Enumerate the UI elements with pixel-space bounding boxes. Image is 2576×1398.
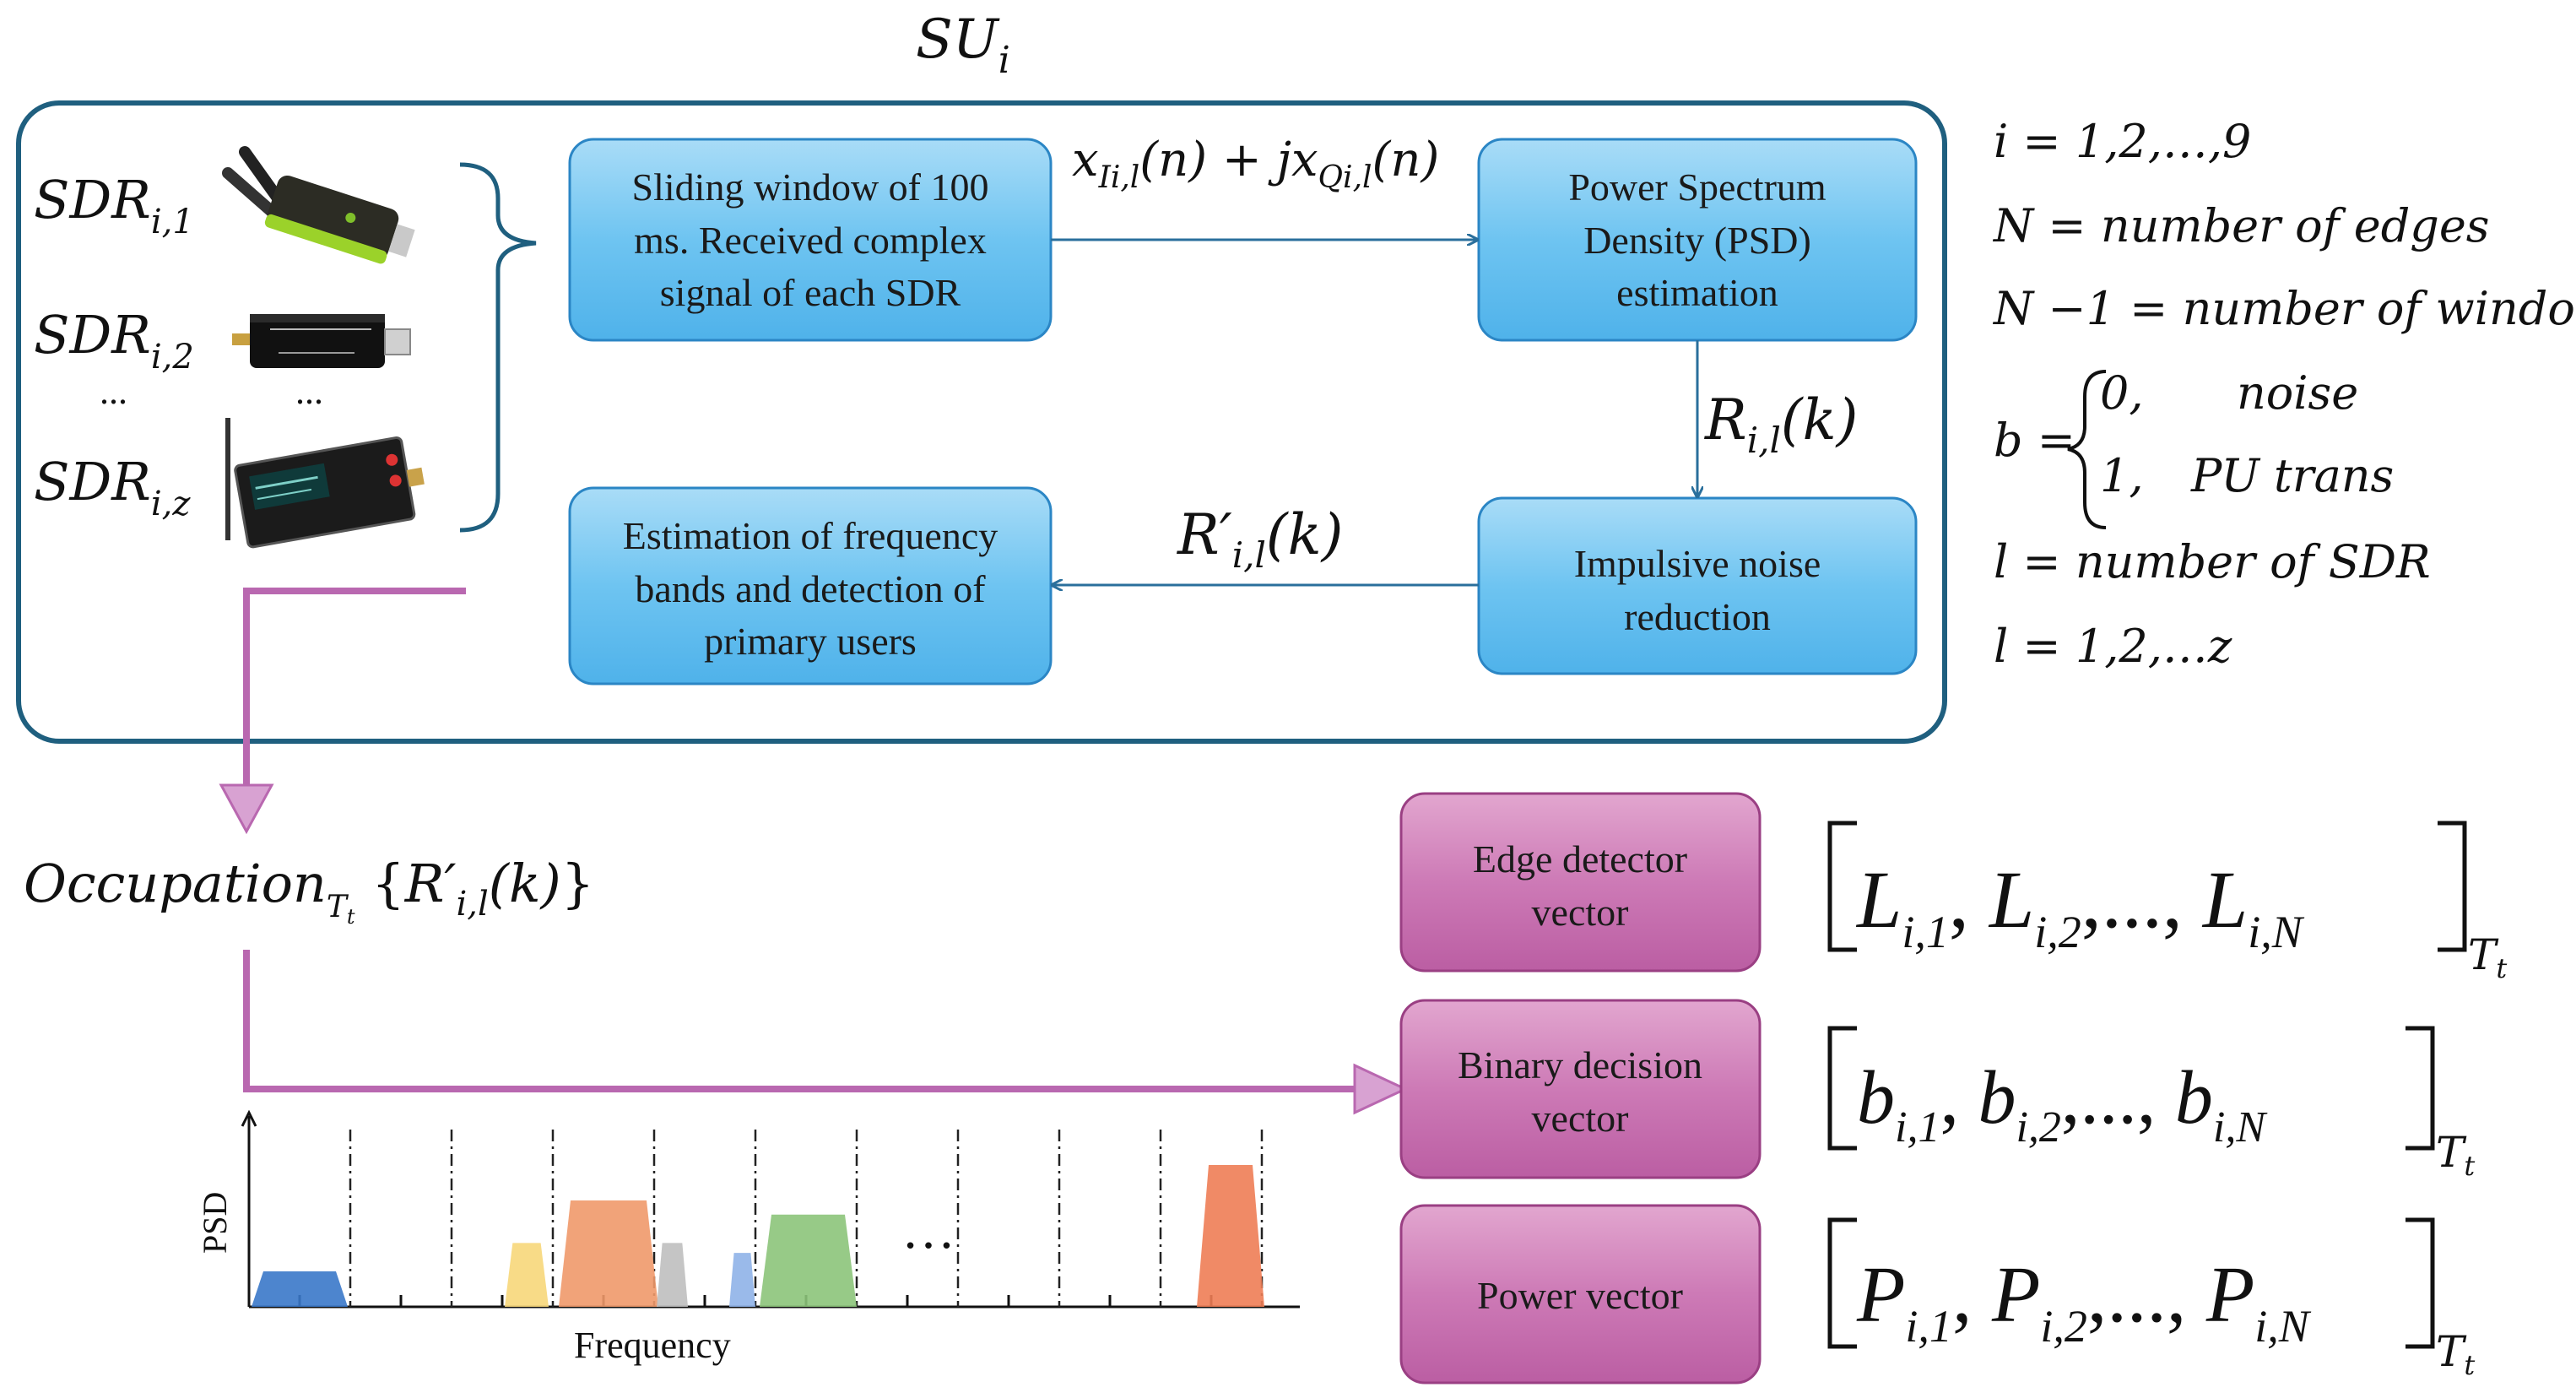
svg-text:vector: vector (1532, 1097, 1629, 1140)
svg-text:primary users: primary users (704, 620, 917, 663)
svg-text:estimation: estimation (1616, 271, 1778, 314)
svg-text:Impulsive noise: Impulsive noise (1574, 542, 1821, 585)
svg-text:noise: noise (2237, 366, 2358, 420)
su-frame (16, 100, 1947, 744)
purple-arrow-down (219, 588, 466, 835)
edge-vector: Li,1, Li,2,..., Li,N Tt (1827, 821, 2507, 984)
psd-ellipsis: … (901, 1200, 955, 1260)
def-l-range: l = 1,2,…z (1994, 620, 2232, 673)
svg-text:Li,1, Li,2,..., Li,N: Li,1, Li,2,..., Li,N (1855, 854, 2305, 957)
sdr-device-1-icon (222, 146, 415, 264)
iq-signal-label: xIi,l(n) + jxQi,l(n) (1072, 133, 1439, 195)
psd-band-7 (1197, 1165, 1264, 1307)
purple-arrow-right (243, 950, 1409, 1115)
svg-text:ms. Received complex: ms. Received complex (634, 219, 987, 262)
su-title: SUi (916, 8, 1010, 82)
psd-ylabel: PSD (196, 1192, 234, 1254)
sdr-label-3: SDRi,z (34, 451, 191, 523)
r-signal-label: Ri,l(k) (1704, 387, 1858, 461)
power-vector-box: Power vector (1399, 1204, 1762, 1384)
svg-text:signal of each SDR: signal of each SDR (660, 271, 961, 314)
svg-text:Tt: Tt (2436, 1327, 2475, 1381)
svg-text:Tt: Tt (2468, 930, 2507, 984)
binary-vector: bi,1, bi,2,..., bi,N Tt (1827, 1026, 2475, 1182)
svg-text:bands and detection of: bands and detection of (635, 567, 986, 610)
def-b-cases: b = 0, noise 1, PU trans (1994, 366, 2394, 529)
psd-band-4 (657, 1243, 688, 1307)
svg-text:Power vector: Power vector (1477, 1274, 1683, 1317)
sdr-label-1: SDRi,1 (34, 169, 194, 241)
psd-band-6 (760, 1214, 857, 1307)
sdr-device-2-icon (232, 314, 411, 368)
psd-band-3 (559, 1200, 658, 1307)
svg-text:Pi,1, Pi,2,..., Pi,N: Pi,1, Pi,2,..., Pi,N (1856, 1251, 2312, 1352)
sdr-label-2: SDRi,2 (34, 304, 194, 377)
psd-band-1 (252, 1271, 348, 1307)
svg-text:bi,1, bi,2,..., bi,N: bi,1, bi,2,..., bi,N (1857, 1056, 2268, 1151)
svg-text:0,: 0, (2100, 366, 2144, 420)
svg-text:Density (PSD): Density (PSD) (1583, 219, 1811, 262)
svg-text:Power Spectrum: Power Spectrum (1568, 165, 1826, 209)
svg-text:Edge detector: Edge detector (1473, 837, 1687, 881)
svg-text:PU trans: PU trans (2190, 449, 2394, 502)
svg-text:reduction: reduction (1624, 595, 1771, 638)
psd-band-5 (729, 1253, 755, 1307)
svg-text:Tt: Tt (2436, 1128, 2475, 1182)
edge-detector-box: Edge detector vector (1399, 792, 1762, 973)
svg-text:Sliding window of 100: Sliding window of 100 (632, 165, 989, 209)
psd-xlabel: Frequency (574, 1325, 731, 1366)
svg-text:Binary decision: Binary decision (1458, 1043, 1702, 1086)
sliding-window-box: Sliding window of 100 ms. Received compl… (568, 138, 1053, 342)
binary-decision-box: Binary decision vector (1399, 999, 1762, 1179)
occupation-label: OccupationTt {R′i,l(k)} (24, 853, 594, 929)
svg-text:b =: b = (1994, 414, 2075, 467)
def-l-sdr: l = number of SDR (1994, 535, 2431, 588)
rprime-signal-label: R′i,l(k) (1177, 502, 1343, 576)
impulsive-noise-box: Impulsive noise reduction (1477, 496, 1918, 675)
def-n-windows: N −1 = number of windows (1992, 282, 2576, 335)
psd-estimation-box: Power Spectrum Density (PSD) estimation (1477, 138, 1918, 342)
svg-text:vector: vector (1532, 891, 1629, 934)
psd-band-2 (505, 1243, 549, 1307)
sdr-ellipsis-right: ... (295, 371, 323, 412)
def-i-range: i = 1,2,…,9 (1994, 115, 2251, 168)
def-n-edges: N = number of edges (1992, 199, 2490, 252)
psd-plot: PSD Frequency … (196, 1109, 1300, 1366)
sdr-ellipsis-left: ... (100, 371, 127, 412)
sdr-group-brace (459, 162, 537, 533)
sdr-device-3-icon (225, 418, 425, 549)
power-vector: Pi,1, Pi,2,..., Pi,N Tt (1827, 1217, 2475, 1381)
estimation-bands-box: Estimation of frequency bands and detect… (568, 486, 1053, 685)
svg-text:1,: 1, (2100, 449, 2144, 502)
svg-text:Estimation of frequency: Estimation of frequency (623, 514, 998, 557)
